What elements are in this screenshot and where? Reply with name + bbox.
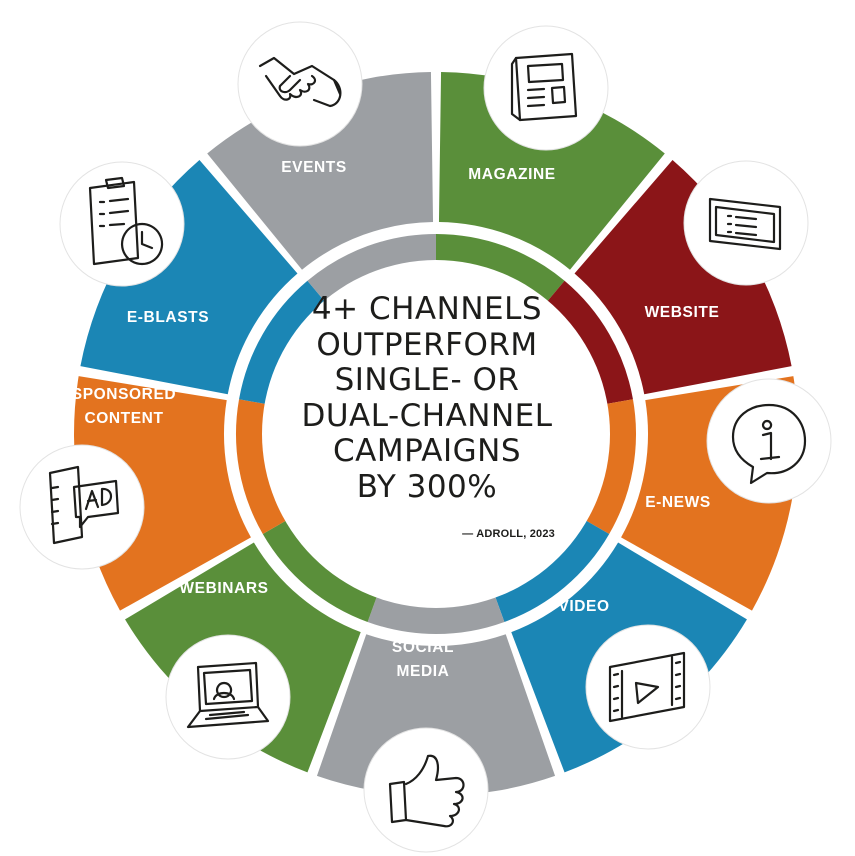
headline-line: BY 300% [356,468,498,505]
info-bubble-icon [706,378,832,504]
icon-stroke [634,681,660,705]
icon-stroke [72,479,120,529]
icon-stroke [264,74,317,101]
icon-stroke [202,668,254,706]
segment-label-sponsored-content: SPONSORED CONTENT [72,386,176,427]
icon-stroke [612,660,682,713]
segment-label-line: SPONSORED [72,386,176,403]
icon-stroke [731,403,807,485]
labels-layer: MAGAZINE WEBSITE E-NEWS VIDEO SOCIAL MEDIA WEB… [72,159,720,680]
magazine-icon [483,25,609,151]
laptop-webinar-icon [165,634,291,760]
icon-stroke [714,205,776,244]
segment-label-webinars: WEBINARS [179,580,268,597]
icon-stroke [84,487,113,511]
inner-ring-layer [235,234,636,634]
segment-label-line: MEDIA [397,663,450,680]
segment-e-blasts [80,159,298,395]
icon-stroke [204,710,250,721]
segment-website [574,159,792,395]
icon-badge-circle [585,624,711,750]
segment-label-line: CONTENT [84,410,163,427]
icon-stroke [312,78,342,108]
icon-stroke [121,222,164,266]
segment-label-social-media: SOCIAL MEDIA [392,639,454,680]
icon-stroke [726,214,758,237]
icon-badge-circle [683,160,809,286]
icon-stroke [514,52,578,122]
segment-label-website: WEBSITE [645,304,720,321]
icon-stroke [759,419,781,461]
ring-arc-e-blasts [239,280,326,405]
icon-stroke [708,197,782,251]
icon-stroke [186,705,270,729]
ring-arc-e-news [584,399,636,534]
icon-stroke [526,62,565,84]
icon-stroke [98,197,130,228]
headline: 4+ CHANNELS OUTPERFORM SINGLE- OR DUAL-C… [262,291,592,505]
icon-stroke [620,655,674,719]
icons-layer [19,21,832,853]
ring-arc-magazine [436,234,565,303]
segment-label-video: VIDEO [558,598,609,615]
clipboard-clock-icon [59,161,185,287]
segment-label-line: EVENTS [281,159,347,176]
segment-label-line: SOCIAL [392,639,454,656]
icon-badge-circle [237,21,363,147]
headline-line: OUTPERFORM [316,326,538,363]
ad-phone-icon [19,444,145,570]
segment-label-line: E-BLASTS [127,309,209,326]
source-citation: — ADROLL, 2023 [462,528,555,540]
icon-stroke [88,180,140,266]
icon-stroke [212,681,236,701]
segment-label-events: EVENTS [281,159,347,176]
icon-stroke [104,176,126,190]
ring-arc-social-media [367,595,505,634]
headline-line: 4+ CHANNELS [311,291,543,327]
icon-stroke [278,74,302,94]
icon-badge-circle [706,378,832,504]
icon-badge-circle [363,727,489,853]
icon-stroke [510,56,522,122]
segment-label-line: E-NEWS [645,494,711,511]
ring-arc-sponsored-content [235,399,288,534]
segment-label-line: WEBSITE [645,304,720,321]
ring-arc-video [494,520,610,622]
segment-label-line: WEBINARS [179,580,268,597]
ring-arc-events [307,234,436,303]
segment-label-line: VIDEO [558,598,609,615]
ring-arc-webinars [262,520,378,622]
handshake-icon [237,21,363,147]
thumbs-up-icon [363,727,489,853]
segment-label-magazine: MAGAZINE [468,166,555,183]
icon-badge-circle [483,25,609,151]
film-strip-icon [585,624,711,750]
icon-badge-circle [19,444,145,570]
website-icon [683,160,809,286]
segment-label-e-news: E-NEWS [645,494,711,511]
headline-line: DUAL-CHANNEL [301,397,553,434]
icon-stroke [48,465,84,545]
icon-stroke [404,754,465,828]
headline-line: SINGLE- OR [334,362,520,398]
center-circle [262,260,610,608]
segment-label-line: MAGAZINE [468,166,555,183]
segment-label-e-blasts: E-BLASTS [127,309,209,326]
icon-stroke [50,485,60,526]
icon-stroke [608,651,686,723]
headline-line: CAMPAIGNS [332,433,522,469]
ring-arc-website [546,280,633,405]
icon-stroke [526,85,567,108]
